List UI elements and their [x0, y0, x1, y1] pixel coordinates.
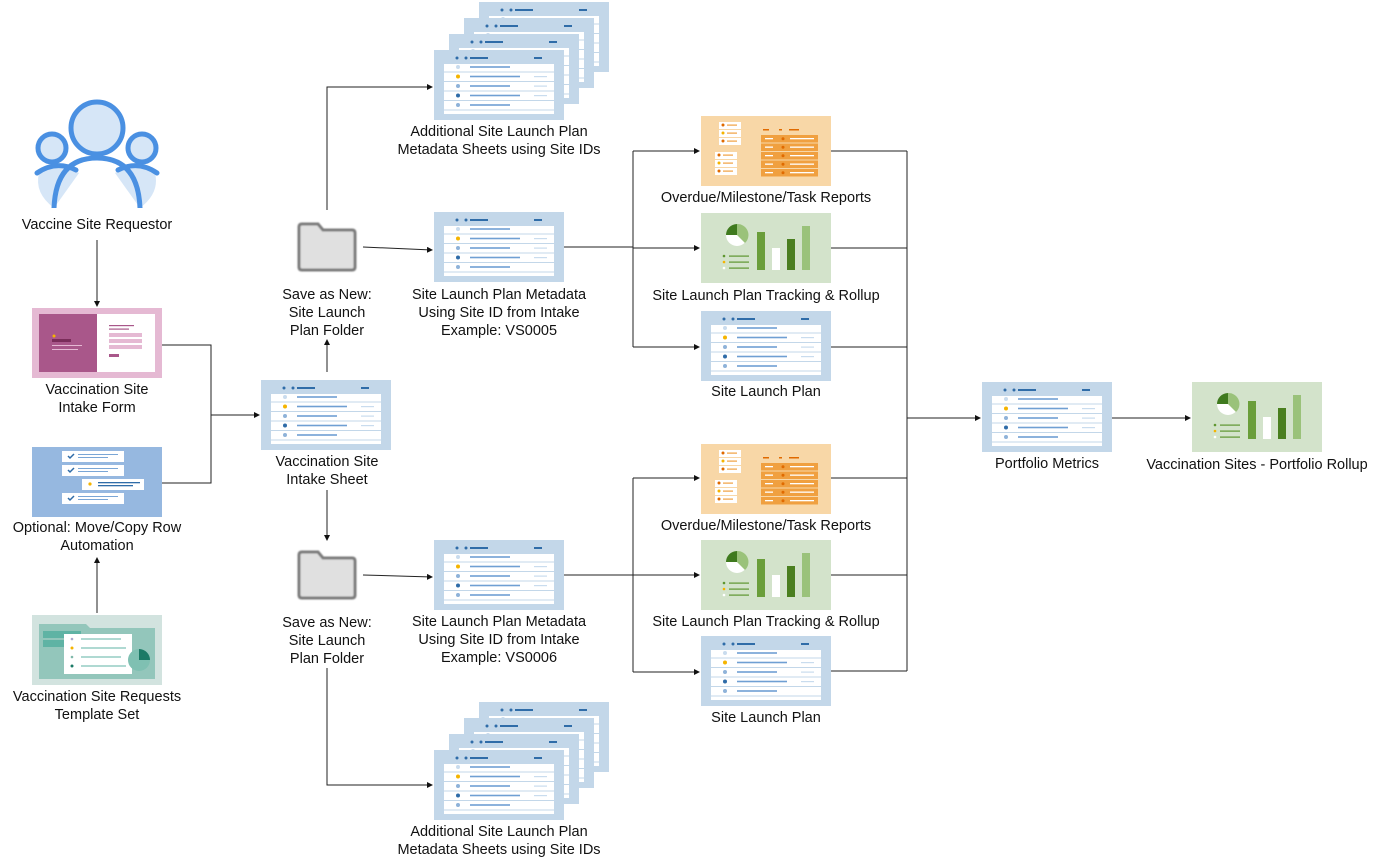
- intake-sheet-icon: [261, 380, 391, 450]
- additional-top-label: Additional Site Launch Plan Metadata She…: [397, 124, 601, 158]
- stacked-sheet-icon: [434, 50, 564, 120]
- report-icon: [701, 116, 831, 186]
- plan-sheet-icon: [701, 311, 831, 381]
- plan-bottom-label: Site Launch Plan: [711, 710, 821, 726]
- sheet-graphic: [982, 382, 1112, 452]
- additional-bottom-label: Additional Site Launch Plan Metadata She…: [397, 824, 601, 858]
- chart-graphic: [701, 540, 831, 610]
- report-graphic: [701, 444, 831, 514]
- report-graphic: [701, 116, 831, 186]
- tracking-bottom-label: Site Launch Plan Tracking & Rollup: [652, 614, 880, 630]
- reports-bottom-label: Overdue/Milestone/Task Reports: [660, 518, 872, 534]
- metadata-bottom-label: Site Launch Plan Metadata Using Site ID …: [411, 614, 587, 666]
- sheet-graphic: [701, 311, 831, 381]
- folder-icon: [296, 221, 358, 273]
- plan-top-label: Site Launch Plan: [711, 384, 821, 400]
- folder-bottom-label: Save as New: Site Launch Plan Folder: [282, 615, 372, 667]
- metadata-top-label: Site Launch Plan Metadata Using Site ID …: [411, 287, 587, 339]
- portfolio-metrics-icon: [982, 382, 1112, 452]
- sheet-graphic: [434, 750, 564, 820]
- template-graphic: [32, 615, 162, 685]
- plan-sheet-icon: [701, 636, 831, 706]
- automation-icon: [32, 447, 162, 517]
- folder-graphic: [297, 550, 357, 600]
- sheet-graphic: [434, 212, 564, 282]
- portfolio-rollup-icon: [1192, 382, 1322, 452]
- portfolio-rollup-label: Vaccination Sites - Portfolio Rollup: [1146, 457, 1368, 473]
- sheet-graphic: [701, 636, 831, 706]
- automation-graphic: [32, 447, 162, 517]
- metadata-sheet-icon: [434, 212, 564, 282]
- chart-graphic: [701, 213, 831, 283]
- metadata-sheet-icon: [434, 540, 564, 610]
- intake-sheet-label: Vaccination Site Intake Sheet: [275, 454, 379, 488]
- template-set-icon: [32, 615, 162, 685]
- requestor-label: Vaccine Site Requestor: [21, 217, 173, 233]
- chart-graphic: [1192, 382, 1322, 452]
- portfolio-metrics-label: Portfolio Metrics: [995, 456, 1099, 472]
- chart-icon: [701, 540, 831, 610]
- reports-top-label: Overdue/Milestone/Task Reports: [660, 190, 872, 206]
- chart-icon: [701, 213, 831, 283]
- move-copy-label: Optional: Move/Copy Row Automation: [12, 520, 182, 554]
- report-icon: [701, 444, 831, 514]
- sheet-graphic: [261, 380, 391, 450]
- form-graphic: [32, 308, 162, 378]
- intake-form-label: Vaccination Site Intake Form: [45, 382, 149, 416]
- folder-graphic: [297, 222, 357, 272]
- folder-icon: [296, 549, 358, 601]
- sheet-graphic: [434, 540, 564, 610]
- intake-form-icon: [32, 308, 162, 378]
- tracking-top-label: Site Launch Plan Tracking & Rollup: [652, 288, 880, 304]
- folder-top-label: Save as New: Site Launch Plan Folder: [282, 287, 372, 339]
- people-icon: [34, 99, 160, 208]
- stacked-sheet-icon: [434, 750, 564, 820]
- template-set-label: Vaccination Site Requests Template Set: [12, 689, 182, 723]
- sheet-graphic: [434, 50, 564, 120]
